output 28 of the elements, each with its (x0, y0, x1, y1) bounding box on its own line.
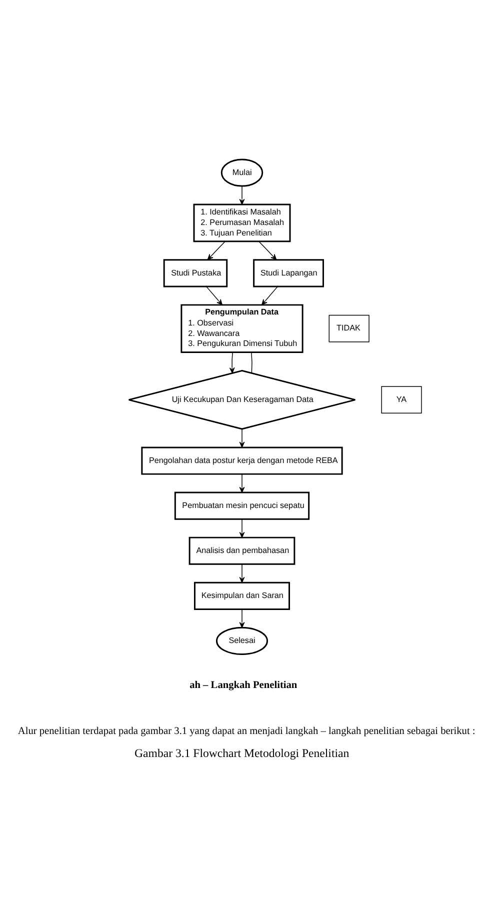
node-box: Pengolahan data postur kerja dengan metode REBA (140, 446, 342, 474)
label: ah – Langkah Penelitian (189, 680, 297, 690)
arrow (206, 286, 222, 305)
connector (250, 351, 252, 373)
node-box: Studi Lapangan (252, 258, 324, 287)
arrow (228, 351, 234, 373)
node-box: Analisis dan pembahasan (188, 536, 295, 564)
node-box: Kesimpulan dan Saran (194, 581, 290, 610)
node-ellipse: Selesai (216, 626, 268, 654)
caption: Gambar 3.1 Flowchart Metodologi Penelitian (134, 745, 349, 760)
node-box: YA (380, 386, 422, 413)
arrow (238, 518, 244, 538)
arrow (238, 563, 244, 582)
node-ellipse: Mulai (220, 158, 263, 186)
node-box: Pembuatan mesin pencuci sepatu (174, 491, 310, 520)
arrow (258, 240, 276, 260)
node-box: Pengumpulan Data 1. Observasi 2. Wawancara 3. Pengukuran Dimensi Tubuh (180, 304, 303, 352)
arrow (238, 608, 244, 628)
node-diamond: Uji Kecukupan Dan Keseragaman Data (128, 369, 356, 430)
arrow (238, 473, 244, 492)
label: Alur penelitian terdapat pada gambar 3.1 yang dapat an menjadi langkah – langkah penelitian sebagai berikut : (17, 725, 475, 736)
node-box: 1. Identifikasi Masalah 2. Perumasan Masalah 3. Tujuan Penelitian (192, 203, 290, 242)
arrow (238, 428, 244, 448)
node-box: Studi Pustaka (162, 258, 228, 287)
node-box: TIDAK (328, 314, 369, 342)
arrow (238, 185, 244, 204)
arrow (206, 240, 225, 260)
arrow (261, 286, 278, 305)
